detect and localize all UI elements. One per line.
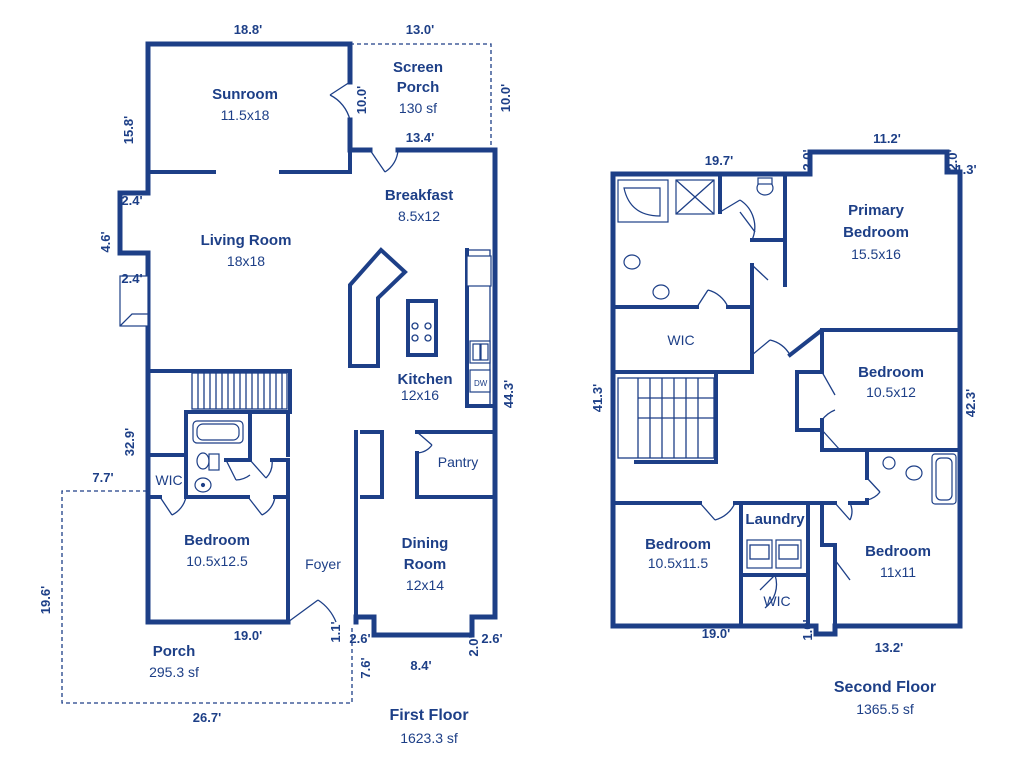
dim-sf-top-step: 2.0' — [800, 149, 815, 170]
screen-porch-name-2: Porch — [397, 79, 440, 96]
dishwasher-label: DW — [474, 379, 488, 388]
dining-name-2: Room — [404, 556, 447, 573]
front-porch-outline — [61, 490, 353, 704]
kitchen-name: Kitchen — [397, 371, 452, 388]
primary-bedroom-name-2: Bedroom — [843, 224, 909, 241]
dim-breakfast-width: 13.4' — [406, 130, 434, 145]
kitchen-island — [406, 299, 438, 357]
dim-porch-jog: 7.7' — [92, 470, 113, 485]
dim-sf-left-depth: 41.3' — [590, 384, 605, 412]
dim-foyer-jog-b: 2.6' — [349, 631, 370, 646]
second-floor-title: Second Floor — [834, 679, 936, 696]
sunroom-bottom-wall — [146, 148, 352, 174]
dim-sf-corner-a: 2.0' — [945, 149, 960, 170]
dim-sf-bottom-right: 13.2' — [875, 640, 903, 655]
screen-porch-size: 130 sf — [399, 100, 437, 116]
dim-screen-porch-width: 13.0' — [406, 22, 434, 37]
breakfast-name: Breakfast — [385, 187, 453, 204]
wic-small-name: WIC — [763, 593, 790, 609]
kitchen-sink — [469, 340, 491, 364]
first-floor-area: 1623.3 sf — [400, 730, 458, 746]
pantry-name: Pantry — [438, 454, 478, 470]
kitchen-size: 12x16 — [401, 387, 439, 403]
fireplace — [119, 275, 149, 327]
dim-sf-right-depth: 42.3' — [963, 389, 978, 417]
first-floor-title: First Floor — [389, 707, 468, 724]
foyer-name: Foyer — [305, 556, 341, 572]
dim-left-depth: 32.9' — [122, 428, 137, 456]
porch-size: 295.3 sf — [149, 664, 199, 680]
first-floor-stairs — [191, 372, 288, 410]
dim-sunroom-width: 18.8' — [234, 22, 262, 37]
dim-fireplace-bottom: 2.4' — [121, 271, 142, 286]
second-floor-exterior-wall — [610, 149, 963, 637]
refrigerator — [466, 255, 492, 287]
dim-bay-width: 8.4' — [410, 658, 431, 673]
master-bath-walls — [611, 172, 787, 374]
sunroom-name: Sunroom — [212, 86, 278, 103]
dim-sf-bottom-left: 19.0' — [702, 626, 730, 641]
breakfast-size: 8.5x12 — [398, 208, 440, 224]
ff-bedroom-size: 10.5x12.5 — [186, 553, 248, 569]
bath-walls — [146, 410, 290, 624]
master-bath-fixtures — [617, 177, 774, 300]
dim-fireplace-depth: 4.6' — [98, 231, 113, 252]
dim-porch-depth: 19.6' — [38, 586, 53, 614]
kitchen-walls — [354, 248, 497, 624]
dim-screen-porch-depth: 10.0' — [498, 84, 513, 112]
second-bath-fixtures — [882, 453, 957, 505]
ff-bedroom-name: Bedroom — [184, 532, 250, 549]
dim-screen-porch-inner-depth: 10.0' — [354, 86, 369, 114]
bedroom-left-name: Bedroom — [645, 536, 711, 553]
porch-name: Porch — [153, 643, 196, 660]
dim-foyer-jog-a: 1.1' — [328, 621, 343, 642]
angled-bar-counter — [348, 247, 408, 368]
dim-bay-right-a: 2.0' — [466, 635, 481, 656]
first-floor-bath-fixtures — [192, 420, 244, 493]
dim-bay-depth: 7.6' — [358, 657, 373, 678]
dim-sf-bottom-step: 1.0' — [800, 619, 815, 640]
second-floor-stairs — [617, 377, 715, 459]
dim-sf-corner-b: 1.3' — [955, 162, 976, 177]
dim-porch-width: 26.7' — [193, 710, 221, 725]
cooktop — [411, 322, 432, 342]
second-floor: Primary Bedroom 15.5x16 WIC Bedroom 10.5… — [590, 131, 978, 717]
second-floor-area: 1365.5 sf — [856, 701, 914, 717]
screen-porch-outline — [350, 43, 492, 150]
bedroom-small-name: Bedroom — [865, 543, 931, 560]
primary-bedroom-name-1: Primary — [848, 202, 905, 219]
bedroom-left-size: 10.5x11.5 — [648, 555, 709, 571]
dim-right-depth: 44.3' — [501, 380, 516, 408]
bedroom-right-size: 10.5x12 — [866, 384, 916, 400]
dining-name-1: Dining — [402, 535, 449, 552]
dishwasher — [469, 369, 491, 393]
primary-bedroom-size: 15.5x16 — [851, 246, 901, 262]
bedroom-right-name: Bedroom — [858, 364, 924, 381]
stair-wall — [146, 369, 292, 414]
lower-bedroom-walls — [611, 501, 869, 628]
laundry-name: Laundry — [745, 511, 805, 528]
laundry-appliances — [746, 539, 802, 569]
dim-sf-top-right: 11.2' — [873, 131, 901, 146]
ff-wic-name: WIC — [155, 472, 182, 488]
dim-sunroom-depth: 15.8' — [121, 116, 136, 144]
dining-size: 12x14 — [406, 577, 444, 593]
living-room-size: 18x18 — [227, 253, 265, 269]
dim-fireplace-top: 2.4' — [121, 193, 142, 208]
bedroom-small-size: 11x11 — [880, 564, 916, 580]
screen-porch-name-1: Screen — [393, 59, 443, 76]
sunroom-size: 11.5x18 — [221, 107, 270, 123]
dim-bay-right-b: 2.6' — [481, 631, 502, 646]
primary-bedroom-walls — [783, 238, 962, 452]
living-room-name: Living Room — [201, 232, 292, 249]
first-floor-doors — [159, 81, 433, 623]
sf-wic-name: WIC — [667, 332, 694, 348]
first-floor: DW Sunroom 11.5x18 Screen Porch 130 sf B… — [38, 22, 516, 746]
dim-sf-top-left: 19.7' — [705, 153, 733, 168]
stair-wall-upper — [611, 370, 718, 464]
dim-front-width: 19.0' — [234, 628, 262, 643]
